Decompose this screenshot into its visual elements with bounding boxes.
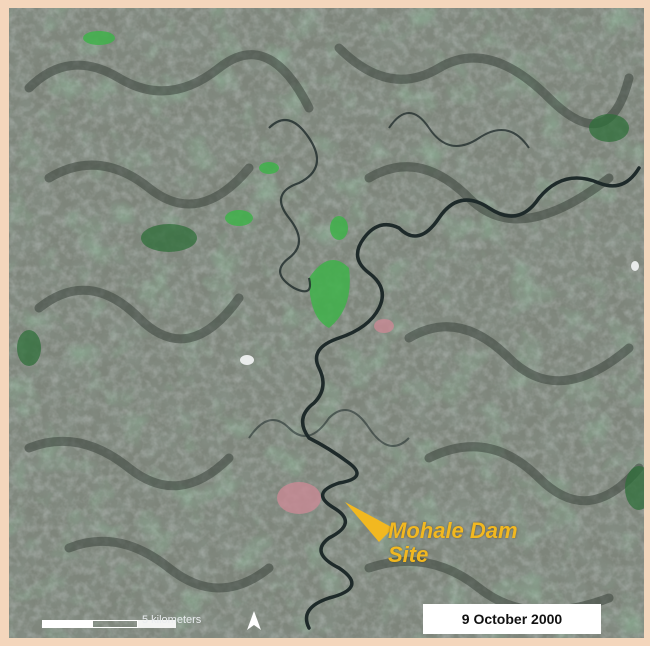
dam-site-label: Mohale Dam Site <box>388 519 518 567</box>
north-arrow-icon <box>247 611 261 630</box>
date-label: 9 October 2000 <box>423 604 601 634</box>
dam-site-label-line2: Site <box>388 542 429 567</box>
scale-bar-segment <box>42 620 92 628</box>
terrain-graphic <box>9 8 644 638</box>
satellite-image <box>9 8 644 638</box>
dam-site-label-line1: Mohale Dam <box>388 518 518 543</box>
pointer-arrow-icon <box>345 502 393 542</box>
scale-bar-segment <box>138 620 176 628</box>
scale-label: 5 kilometers <box>142 614 202 626</box>
scale-bar <box>42 620 222 628</box>
scale-bar-segment <box>92 620 138 628</box>
